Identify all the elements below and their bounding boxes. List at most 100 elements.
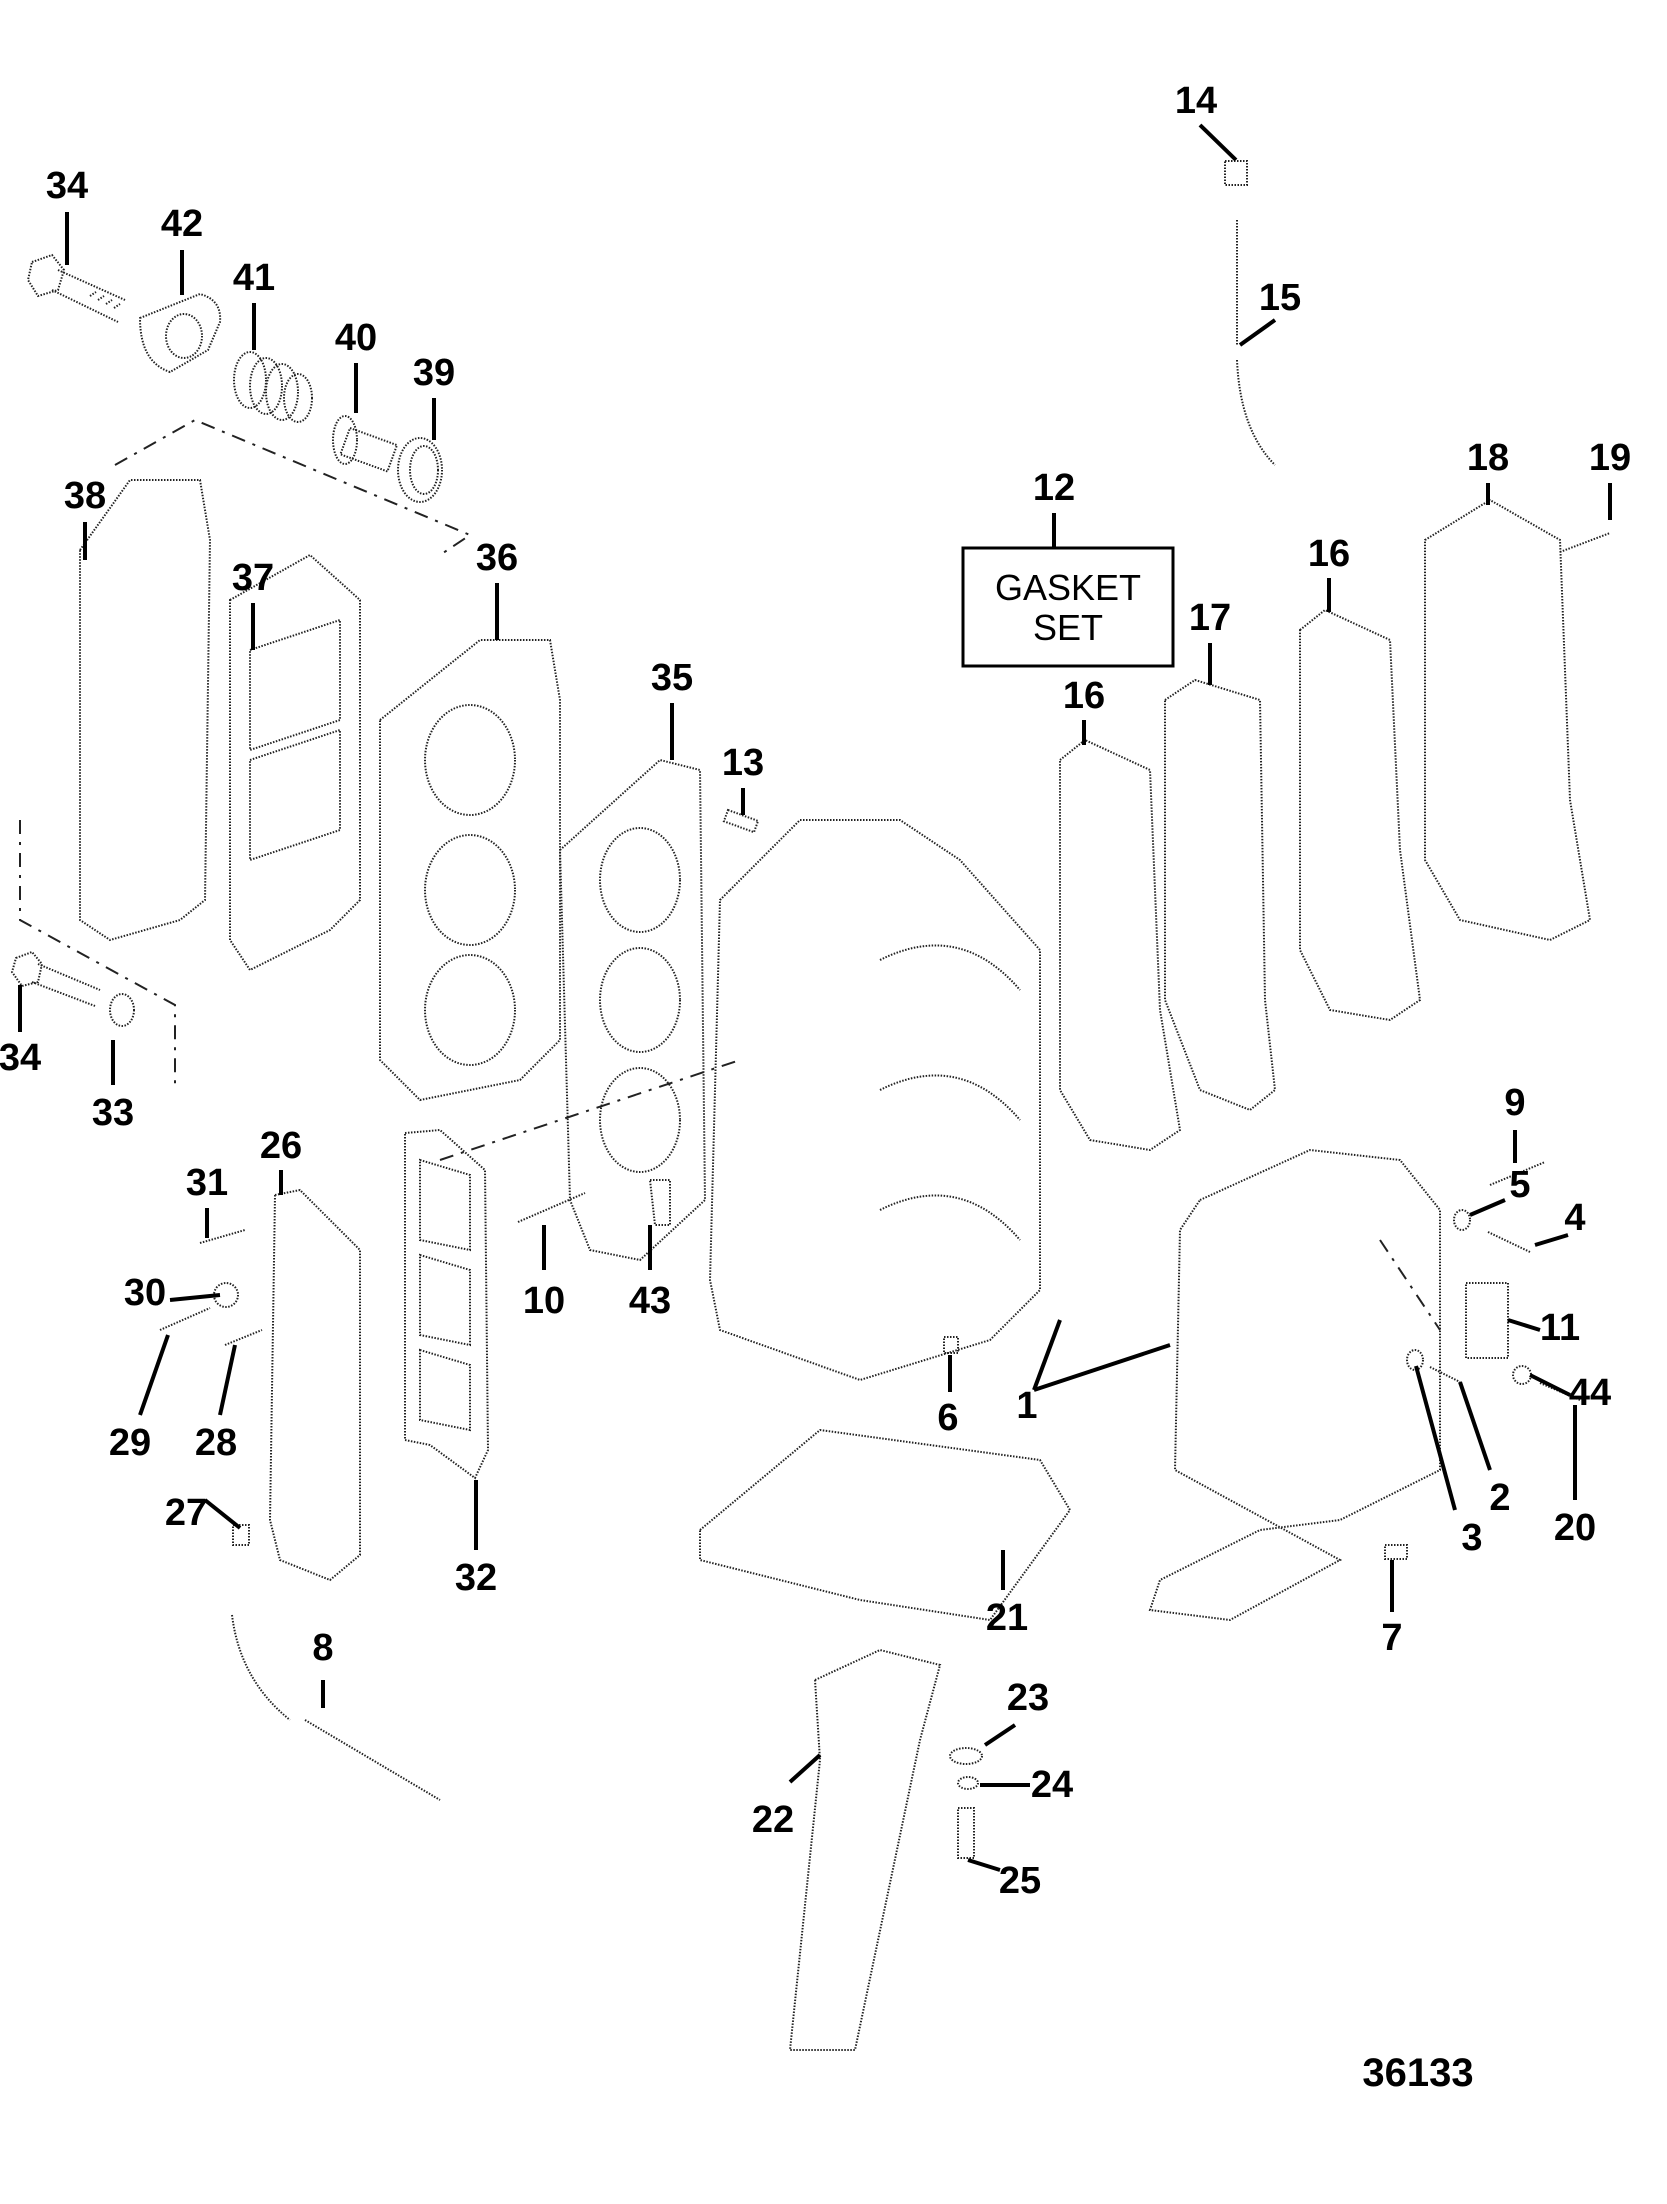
elbow-27 <box>232 1524 250 1546</box>
callout-number: 35 <box>651 657 693 699</box>
callout-34: 34 <box>46 165 88 265</box>
callout-9: 9 <box>1504 1082 1526 1163</box>
parts-drawing <box>10 160 1611 2051</box>
dowel-13 <box>722 808 760 834</box>
crankcase-1 <box>1148 1148 1441 1622</box>
gasket-16-right <box>1299 608 1422 1022</box>
bolt-34-top <box>26 253 126 323</box>
callout-number: 4 <box>1564 1197 1585 1239</box>
callout-8: 8 <box>312 1627 334 1708</box>
callout-29: 29 <box>109 1334 170 1464</box>
callout-number: 37 <box>232 557 274 599</box>
callout-number: 18 <box>1467 437 1509 479</box>
callout-22: 22 <box>752 1753 822 1841</box>
callout-number: 11 <box>1540 1307 1580 1349</box>
callout-19: 19 <box>1589 437 1631 520</box>
callout-13: 13 <box>722 742 764 815</box>
gasket-set-note: GASKET SET <box>961 513 1175 668</box>
callout-number: 33 <box>92 1092 134 1134</box>
fitting-7 <box>1384 1544 1408 1560</box>
plug-6 <box>943 1336 959 1354</box>
screw-2 <box>1429 1366 1461 1383</box>
callout-number: 40 <box>335 317 377 359</box>
gasket-42 <box>138 292 222 374</box>
callout-41: 41 <box>233 257 275 350</box>
callout-number: 14 <box>1175 80 1217 122</box>
bolt-4 <box>1487 1231 1531 1253</box>
spring-41 <box>233 351 313 423</box>
callout-number: 19 <box>1589 437 1631 479</box>
callout-number: 29 <box>109 1422 151 1464</box>
leader-line <box>138 1334 170 1416</box>
callout-number: 16 <box>1308 533 1350 575</box>
callout-number: 17 <box>1189 597 1231 639</box>
gasket-37 <box>229 553 361 972</box>
leader-line <box>169 1293 221 1302</box>
callout-number: 30 <box>124 1272 166 1314</box>
callout-20: 20 <box>1554 1405 1596 1549</box>
leader-line <box>967 1858 1001 1872</box>
callout-23: 23 <box>983 1677 1049 1747</box>
gasket-42-hole <box>165 313 203 359</box>
callout-number: 5 <box>1509 1164 1530 1206</box>
elbow-14 <box>1224 160 1248 186</box>
callout-number: 39 <box>413 352 455 394</box>
leader-line <box>1238 318 1277 347</box>
callout-10: 10 <box>523 1225 565 1322</box>
callout-25: 25 <box>967 1858 1041 1902</box>
callout-5: 5 <box>1469 1164 1531 1217</box>
leader-line <box>1198 123 1238 162</box>
callout-number: 15 <box>1259 277 1301 319</box>
bolt-29 <box>159 1307 211 1331</box>
callout-number: 2 <box>1489 1477 1510 1519</box>
leader-line <box>1534 1233 1569 1247</box>
washer-44 <box>1512 1365 1532 1385</box>
callout-number: 42 <box>161 203 203 245</box>
hose-8 <box>231 1614 441 1801</box>
callout-44: 44 <box>1529 1372 1611 1414</box>
callout-number: 23 <box>1007 1677 1049 1719</box>
callout-number: 20 <box>1554 1507 1596 1549</box>
callout-42: 42 <box>161 203 203 295</box>
callout-18: 18 <box>1467 437 1509 505</box>
note-line-1: GASKET <box>995 567 1141 608</box>
callout-14: 14 <box>1175 80 1238 162</box>
callout-31: 31 <box>186 1162 228 1238</box>
bolt-25 <box>957 1807 975 1859</box>
phantom-line-1 <box>439 1059 741 1161</box>
bolt-31 <box>199 1229 246 1244</box>
gasket-21 <box>699 1428 1072 1622</box>
callout-36: 36 <box>476 537 518 640</box>
callout-number: 38 <box>64 475 106 517</box>
callout-number: 6 <box>937 1397 958 1439</box>
callout-number: 22 <box>752 1799 794 1841</box>
washer-5 <box>1453 1209 1471 1231</box>
callout-number: 1 <box>1016 1385 1037 1427</box>
cover-38 <box>79 479 212 942</box>
leader-line <box>1507 1318 1541 1332</box>
callout-number: 36 <box>476 537 518 579</box>
stud-28 <box>224 1329 263 1346</box>
phantom-bracket-top <box>114 418 473 556</box>
seal-39 <box>397 437 443 503</box>
stud-9 <box>1489 1161 1546 1186</box>
callout-43: 43 <box>629 1225 671 1322</box>
note-line-2: SET <box>1033 607 1103 648</box>
callout-35: 35 <box>651 657 693 760</box>
washer-3 <box>1406 1349 1424 1371</box>
cylinder-block-1 <box>708 819 1041 1382</box>
callout-number: 32 <box>455 1557 497 1599</box>
callout-number: 44 <box>1569 1372 1611 1414</box>
callout-3: 3 <box>1414 1365 1483 1559</box>
callout-number: 24 <box>1031 1764 1073 1806</box>
callout-number: 10 <box>523 1280 565 1322</box>
leader-line <box>983 1723 1017 1747</box>
head-gasket-35 <box>558 758 707 1262</box>
callout-26: 26 <box>260 1125 302 1195</box>
washer-33 <box>109 993 135 1027</box>
callout-34: 34 <box>0 985 41 1079</box>
plate-11 <box>1465 1282 1509 1359</box>
leader-line <box>1529 1373 1571 1397</box>
